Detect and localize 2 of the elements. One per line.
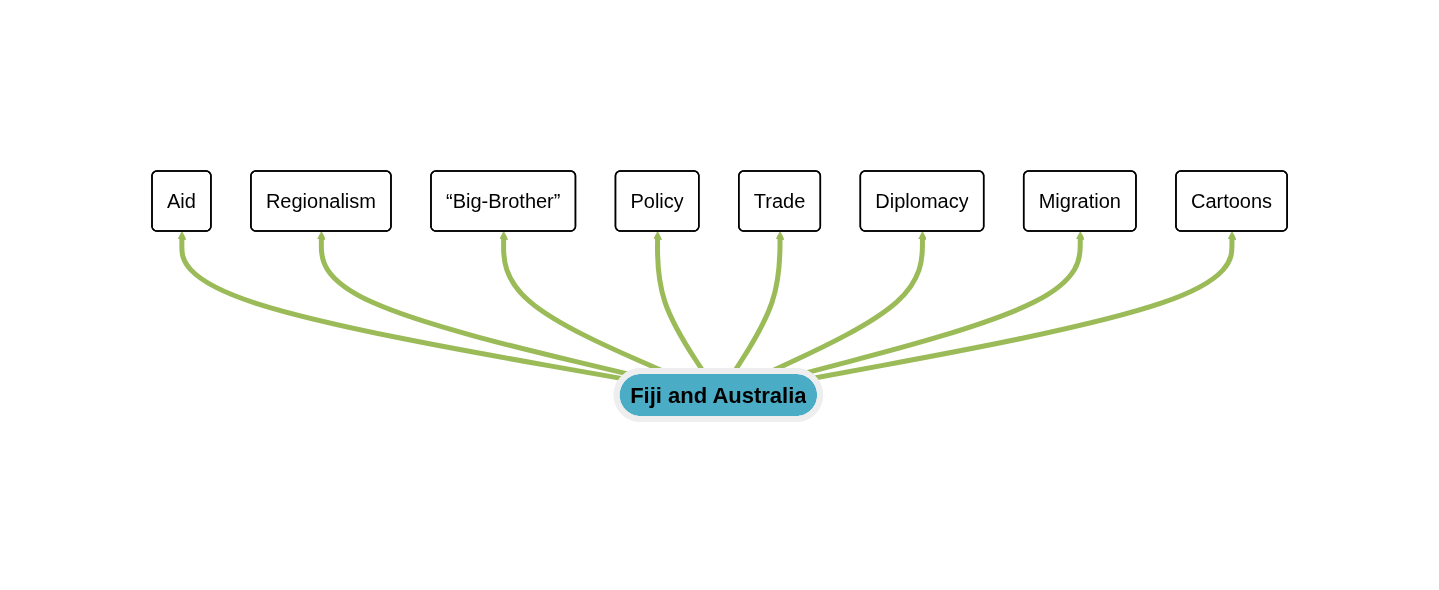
arrow bbox=[812, 231, 1237, 381]
arrow bbox=[804, 231, 1085, 376]
